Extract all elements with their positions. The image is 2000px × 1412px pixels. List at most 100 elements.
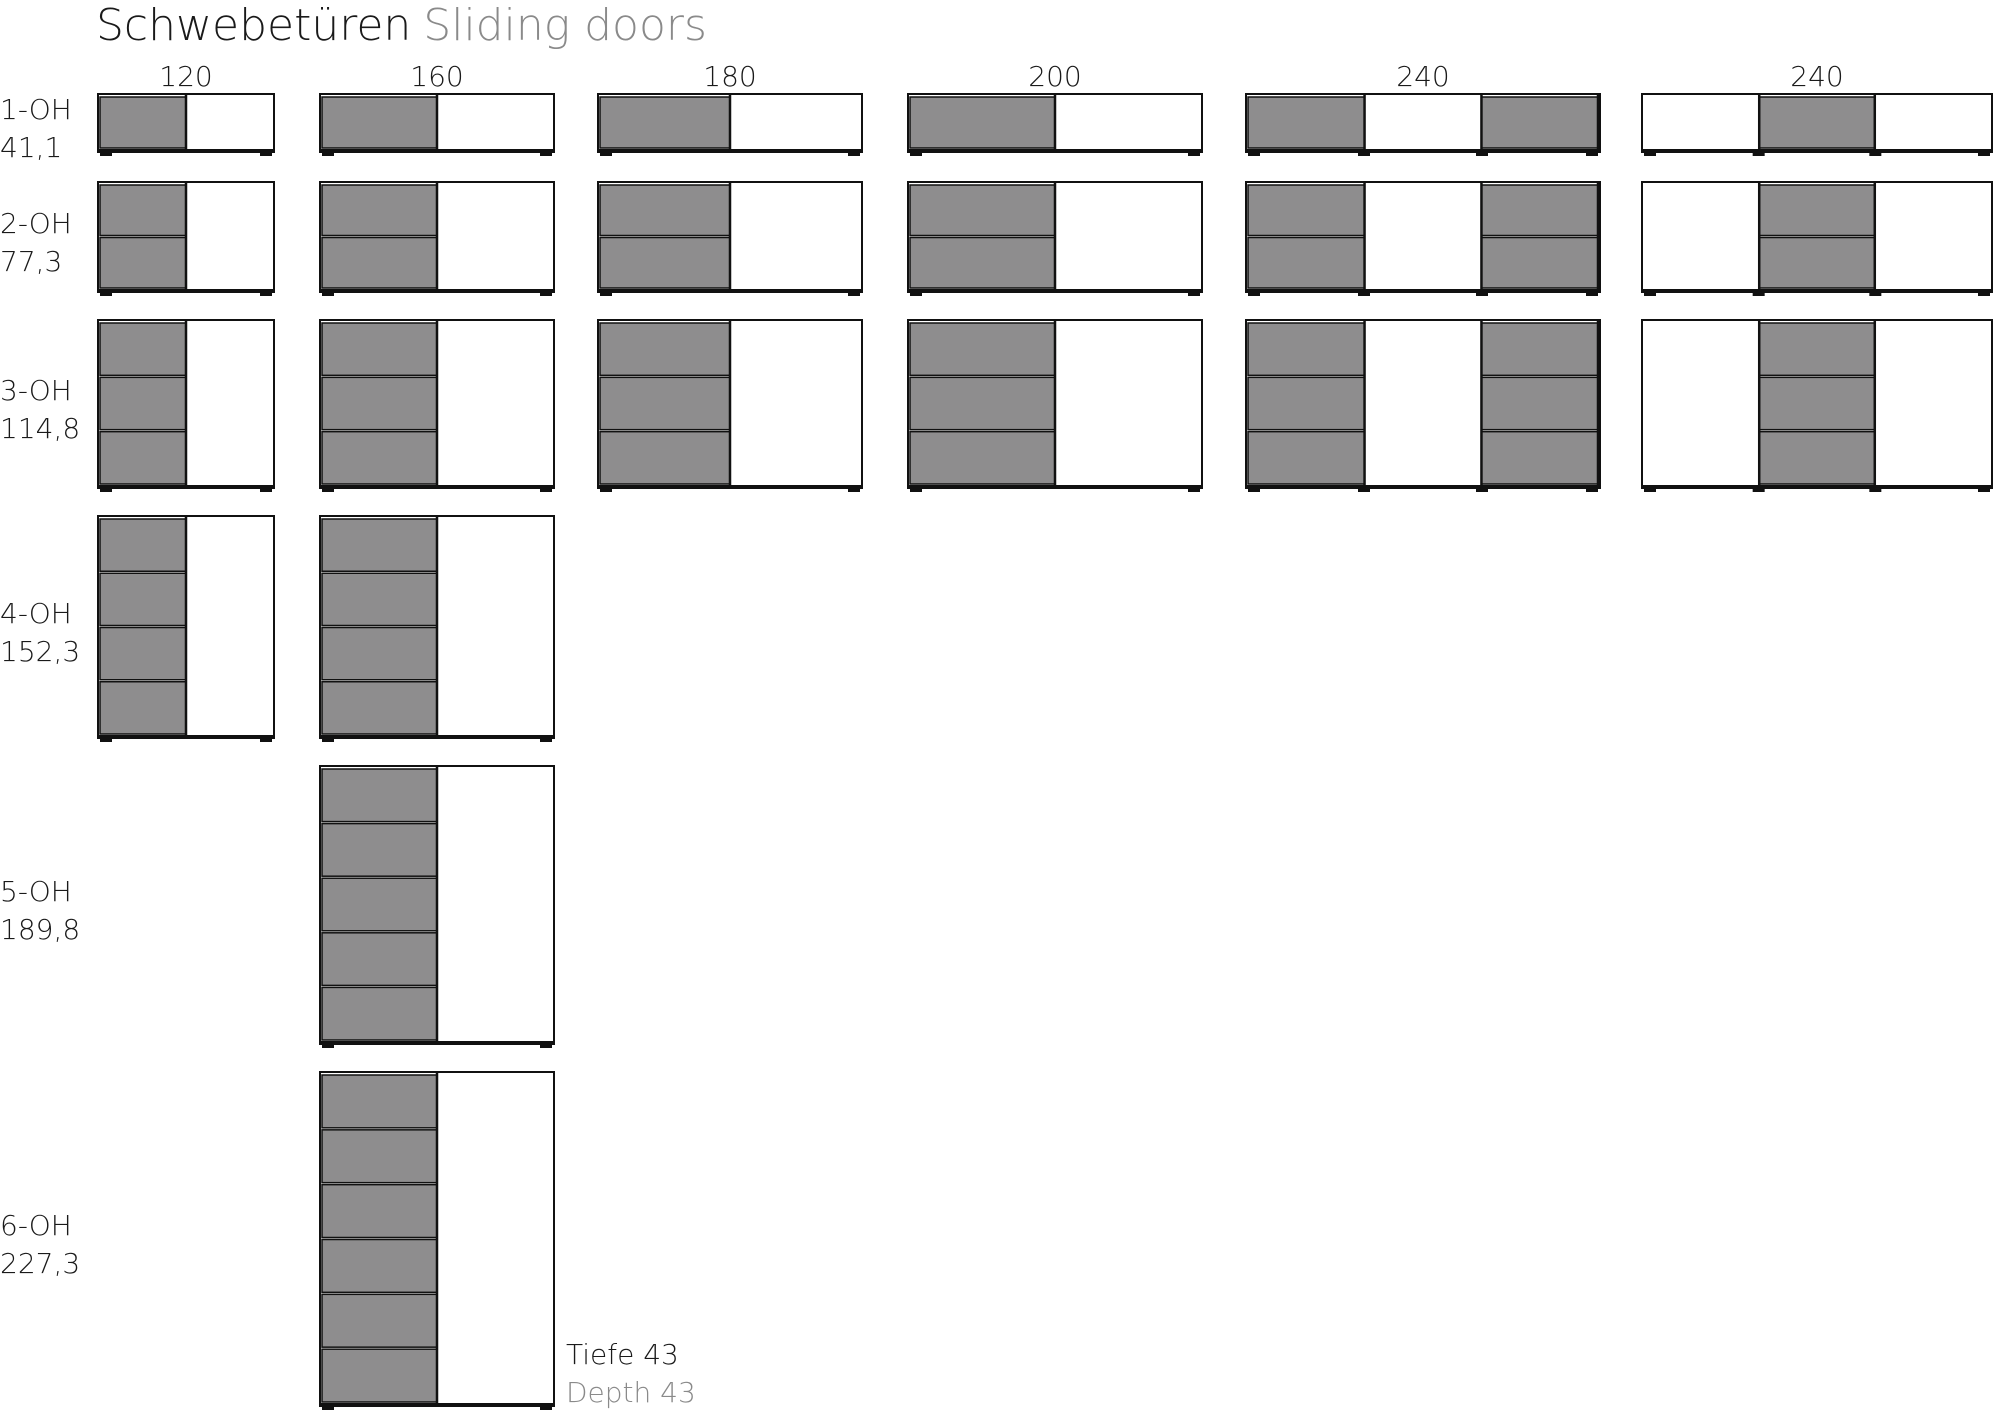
- cabinet-5-oh-160: [319, 765, 555, 1048]
- foot-right: [848, 488, 860, 492]
- drawer-panel: [321, 376, 438, 431]
- foot-left: [1248, 152, 1260, 156]
- drawer-panel: [321, 1238, 438, 1294]
- drawer-panel: [1247, 430, 1366, 485]
- row-height-6-oh: 227,3: [0, 1247, 80, 1280]
- cabinet-3-oh-160: [319, 319, 555, 492]
- foot-left: [1644, 292, 1656, 296]
- drawer-panel: [1480, 322, 1599, 377]
- foot-left: [322, 1044, 334, 1048]
- drawer-panel: [321, 430, 438, 485]
- drawer-panel: [321, 822, 438, 877]
- row-label-1-oh: 1-OH: [0, 93, 72, 126]
- drawer-panel: [909, 322, 1056, 377]
- foot-right: [1586, 292, 1598, 296]
- drawer-panel: [99, 572, 187, 627]
- foot-left: [100, 152, 112, 156]
- drawer-panel: [1758, 322, 1876, 377]
- drawer-panel: [321, 572, 438, 627]
- cabinet-6-oh-160: [319, 1071, 555, 1410]
- foot-right: [260, 152, 272, 156]
- drawer-panel: [599, 376, 731, 431]
- drawer-panel: [909, 376, 1056, 431]
- foot-middle: [1869, 488, 1882, 492]
- title-german: Schwebetüren: [96, 0, 411, 51]
- foot-middle: [1476, 488, 1488, 492]
- foot-left: [1248, 292, 1260, 296]
- foot-left: [910, 488, 922, 492]
- foot-right: [540, 488, 552, 492]
- drawer-panel: [599, 184, 731, 237]
- foot-right: [540, 1406, 552, 1410]
- row-label-5-oh: 5-OH: [0, 875, 72, 908]
- drawer-panel: [321, 236, 438, 289]
- cabinet-2-oh-120: [97, 181, 275, 296]
- row-label-2-oh: 2-OH: [0, 207, 72, 240]
- foot-left: [322, 1406, 334, 1410]
- foot-middle: [1358, 292, 1370, 296]
- drawer-panel: [321, 1183, 438, 1239]
- drawer-panel: [99, 322, 187, 377]
- cabinet-2-oh-200: [907, 181, 1203, 296]
- drawer-panel: [1480, 430, 1599, 485]
- row-height-2-oh: 77,3: [0, 245, 62, 278]
- foot-right: [1978, 152, 1990, 156]
- foot-left: [1644, 152, 1656, 156]
- drawer-panel: [1480, 184, 1599, 237]
- width-labels: 120 160 180 200 240 240: [159, 60, 1843, 93]
- foot-middle: [1869, 152, 1882, 156]
- foot-left: [322, 488, 334, 492]
- drawer-panel: [1758, 430, 1876, 485]
- width-label-180: 180: [703, 60, 756, 93]
- drawer-panel: [321, 986, 438, 1041]
- cabinet-2-oh-240-b: [1641, 181, 1993, 296]
- foot-right: [1978, 488, 1990, 492]
- cabinet-1-oh-240: [1245, 93, 1601, 156]
- foot-right: [848, 292, 860, 296]
- drawer-panel: [99, 681, 187, 735]
- foot-left: [322, 152, 334, 156]
- cabinet-3-oh-120: [97, 319, 275, 492]
- drawer-panel: [321, 1074, 438, 1129]
- foot-right: [260, 738, 272, 742]
- foot-middle: [1752, 292, 1765, 296]
- row-height-1-oh: 41,1: [0, 131, 62, 164]
- foot-middle: [1752, 488, 1765, 492]
- width-label-120: 120: [159, 60, 212, 93]
- drawer-panel: [321, 681, 438, 735]
- foot-right: [540, 738, 552, 742]
- drawer-panel: [1480, 376, 1599, 431]
- drawer-panel: [1758, 184, 1876, 237]
- row-height-4-oh: 152,3: [0, 635, 80, 668]
- drawer-panel: [99, 184, 187, 237]
- drawer-panel: [599, 430, 731, 485]
- drawer-panel: [321, 626, 438, 681]
- drawer-panel: [1758, 236, 1876, 289]
- drawer-panel: [321, 932, 438, 987]
- drawer-panel: [1758, 376, 1876, 431]
- drawer-panel: [909, 184, 1056, 237]
- drawer-panel: [321, 877, 438, 932]
- drawer-panel: [321, 1348, 438, 1403]
- title-english: Sliding doors: [423, 0, 707, 51]
- drawer-panel: [321, 768, 438, 823]
- foot-right: [1188, 292, 1200, 296]
- drawer-panel: [909, 96, 1056, 149]
- width-label-240-b: 240: [1790, 60, 1843, 93]
- cabinet-3-oh-200: [907, 319, 1203, 492]
- foot-middle: [1358, 152, 1370, 156]
- foot-left: [600, 488, 612, 492]
- drawer-panel: [99, 376, 187, 431]
- foot-right: [260, 292, 272, 296]
- foot-left: [910, 292, 922, 296]
- cabinet-grid: [97, 93, 1993, 1410]
- row-labels: 1-OH 41,1 2-OH 77,3 3-OH 114,8 4-OH 152,…: [0, 93, 80, 1280]
- row-label-3-oh: 3-OH: [0, 374, 72, 407]
- drawer-panel: [99, 96, 187, 149]
- row-height-3-oh: 114,8: [0, 412, 80, 445]
- drawer-panel: [99, 626, 187, 681]
- foot-middle: [1358, 488, 1370, 492]
- foot-middle: [1752, 152, 1765, 156]
- cabinet-1-oh-120: [97, 93, 275, 156]
